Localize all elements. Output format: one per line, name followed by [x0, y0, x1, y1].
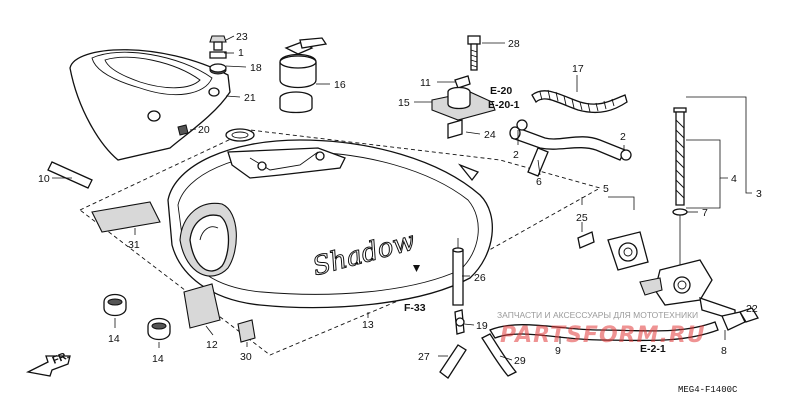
hose-6: [509, 126, 626, 177]
callout-16: 16: [334, 79, 346, 91]
callout-1: 1: [238, 47, 244, 59]
tank-cover: [69, 49, 231, 161]
callout-25: 25: [576, 212, 588, 224]
callout-29: 29: [514, 355, 526, 367]
mount-bracket: [431, 75, 496, 139]
watermark-tagline: ЗАПЧАСТИ И АКСЕССУАРЫ ДЛЯ МОТОТЕХНИКИ: [497, 310, 698, 320]
callout-19: 19: [476, 320, 488, 332]
callout-6: 6: [536, 176, 542, 188]
callout-28: 28: [508, 38, 520, 50]
callout-18: 18: [250, 62, 262, 74]
callout-12: 12: [206, 339, 218, 351]
callout-14-left: 14: [108, 333, 120, 345]
clip-2-lower: [620, 149, 632, 161]
figure-code: MEG4-F1400C: [678, 385, 738, 395]
callout-2-lower: 2: [620, 131, 626, 143]
callout-5: 5: [603, 183, 609, 195]
watermark-logo: PARTSFORM.RU: [500, 323, 706, 348]
callout-8: 8: [721, 345, 727, 357]
fuel-valve-assembly: [577, 107, 746, 331]
ref-e20: E-20: [490, 85, 512, 97]
down-arrow-icon: [413, 265, 420, 272]
callout-24: 24: [484, 129, 496, 141]
breather-hose-17: [531, 89, 628, 114]
callout-13: 13: [362, 319, 374, 331]
fuel-line-9: [489, 307, 759, 342]
callout-9: 9: [555, 345, 561, 357]
ref-e2-1: E-2-1: [640, 343, 666, 355]
fuel-tank: Shadow: [167, 128, 493, 309]
bolt-28: [467, 35, 481, 71]
callout-14-right: 14: [152, 353, 164, 365]
fuel-cap-assembly: [209, 35, 328, 114]
callout-3: 3: [756, 188, 762, 200]
callout-31: 31: [128, 239, 140, 251]
callout-17: 17: [572, 63, 584, 75]
callout-22: 22: [746, 303, 758, 315]
small-parts: [47, 124, 256, 343]
leader-lines: [52, 35, 756, 361]
ref-f33: F-33: [404, 302, 426, 314]
callout-10: 10: [38, 173, 50, 185]
callout-4: 4: [731, 173, 737, 185]
callout-21: 21: [244, 92, 256, 104]
clip-2-upper: [516, 119, 528, 131]
callout-15: 15: [398, 97, 410, 109]
callout-7: 7: [702, 207, 708, 219]
callout-20: 20: [198, 124, 210, 136]
callout-23: 23: [236, 31, 248, 43]
callouts: 23 1 18 21 20 16 28 11 15 24 E-20 E-20-1…: [38, 31, 762, 367]
assembly-frame: [79, 129, 602, 356]
callout-27: 27: [418, 351, 430, 363]
ref-e20-1: E-20-1: [488, 99, 520, 111]
callout-11: 11: [420, 77, 431, 89]
drain-tubes: [439, 238, 518, 379]
callout-30: 30: [240, 351, 252, 363]
callout-2-upper: 2: [513, 149, 519, 161]
front-arrow-icon: [25, 355, 71, 377]
callout-26: 26: [474, 272, 486, 284]
front-label: FR.: [51, 349, 71, 366]
